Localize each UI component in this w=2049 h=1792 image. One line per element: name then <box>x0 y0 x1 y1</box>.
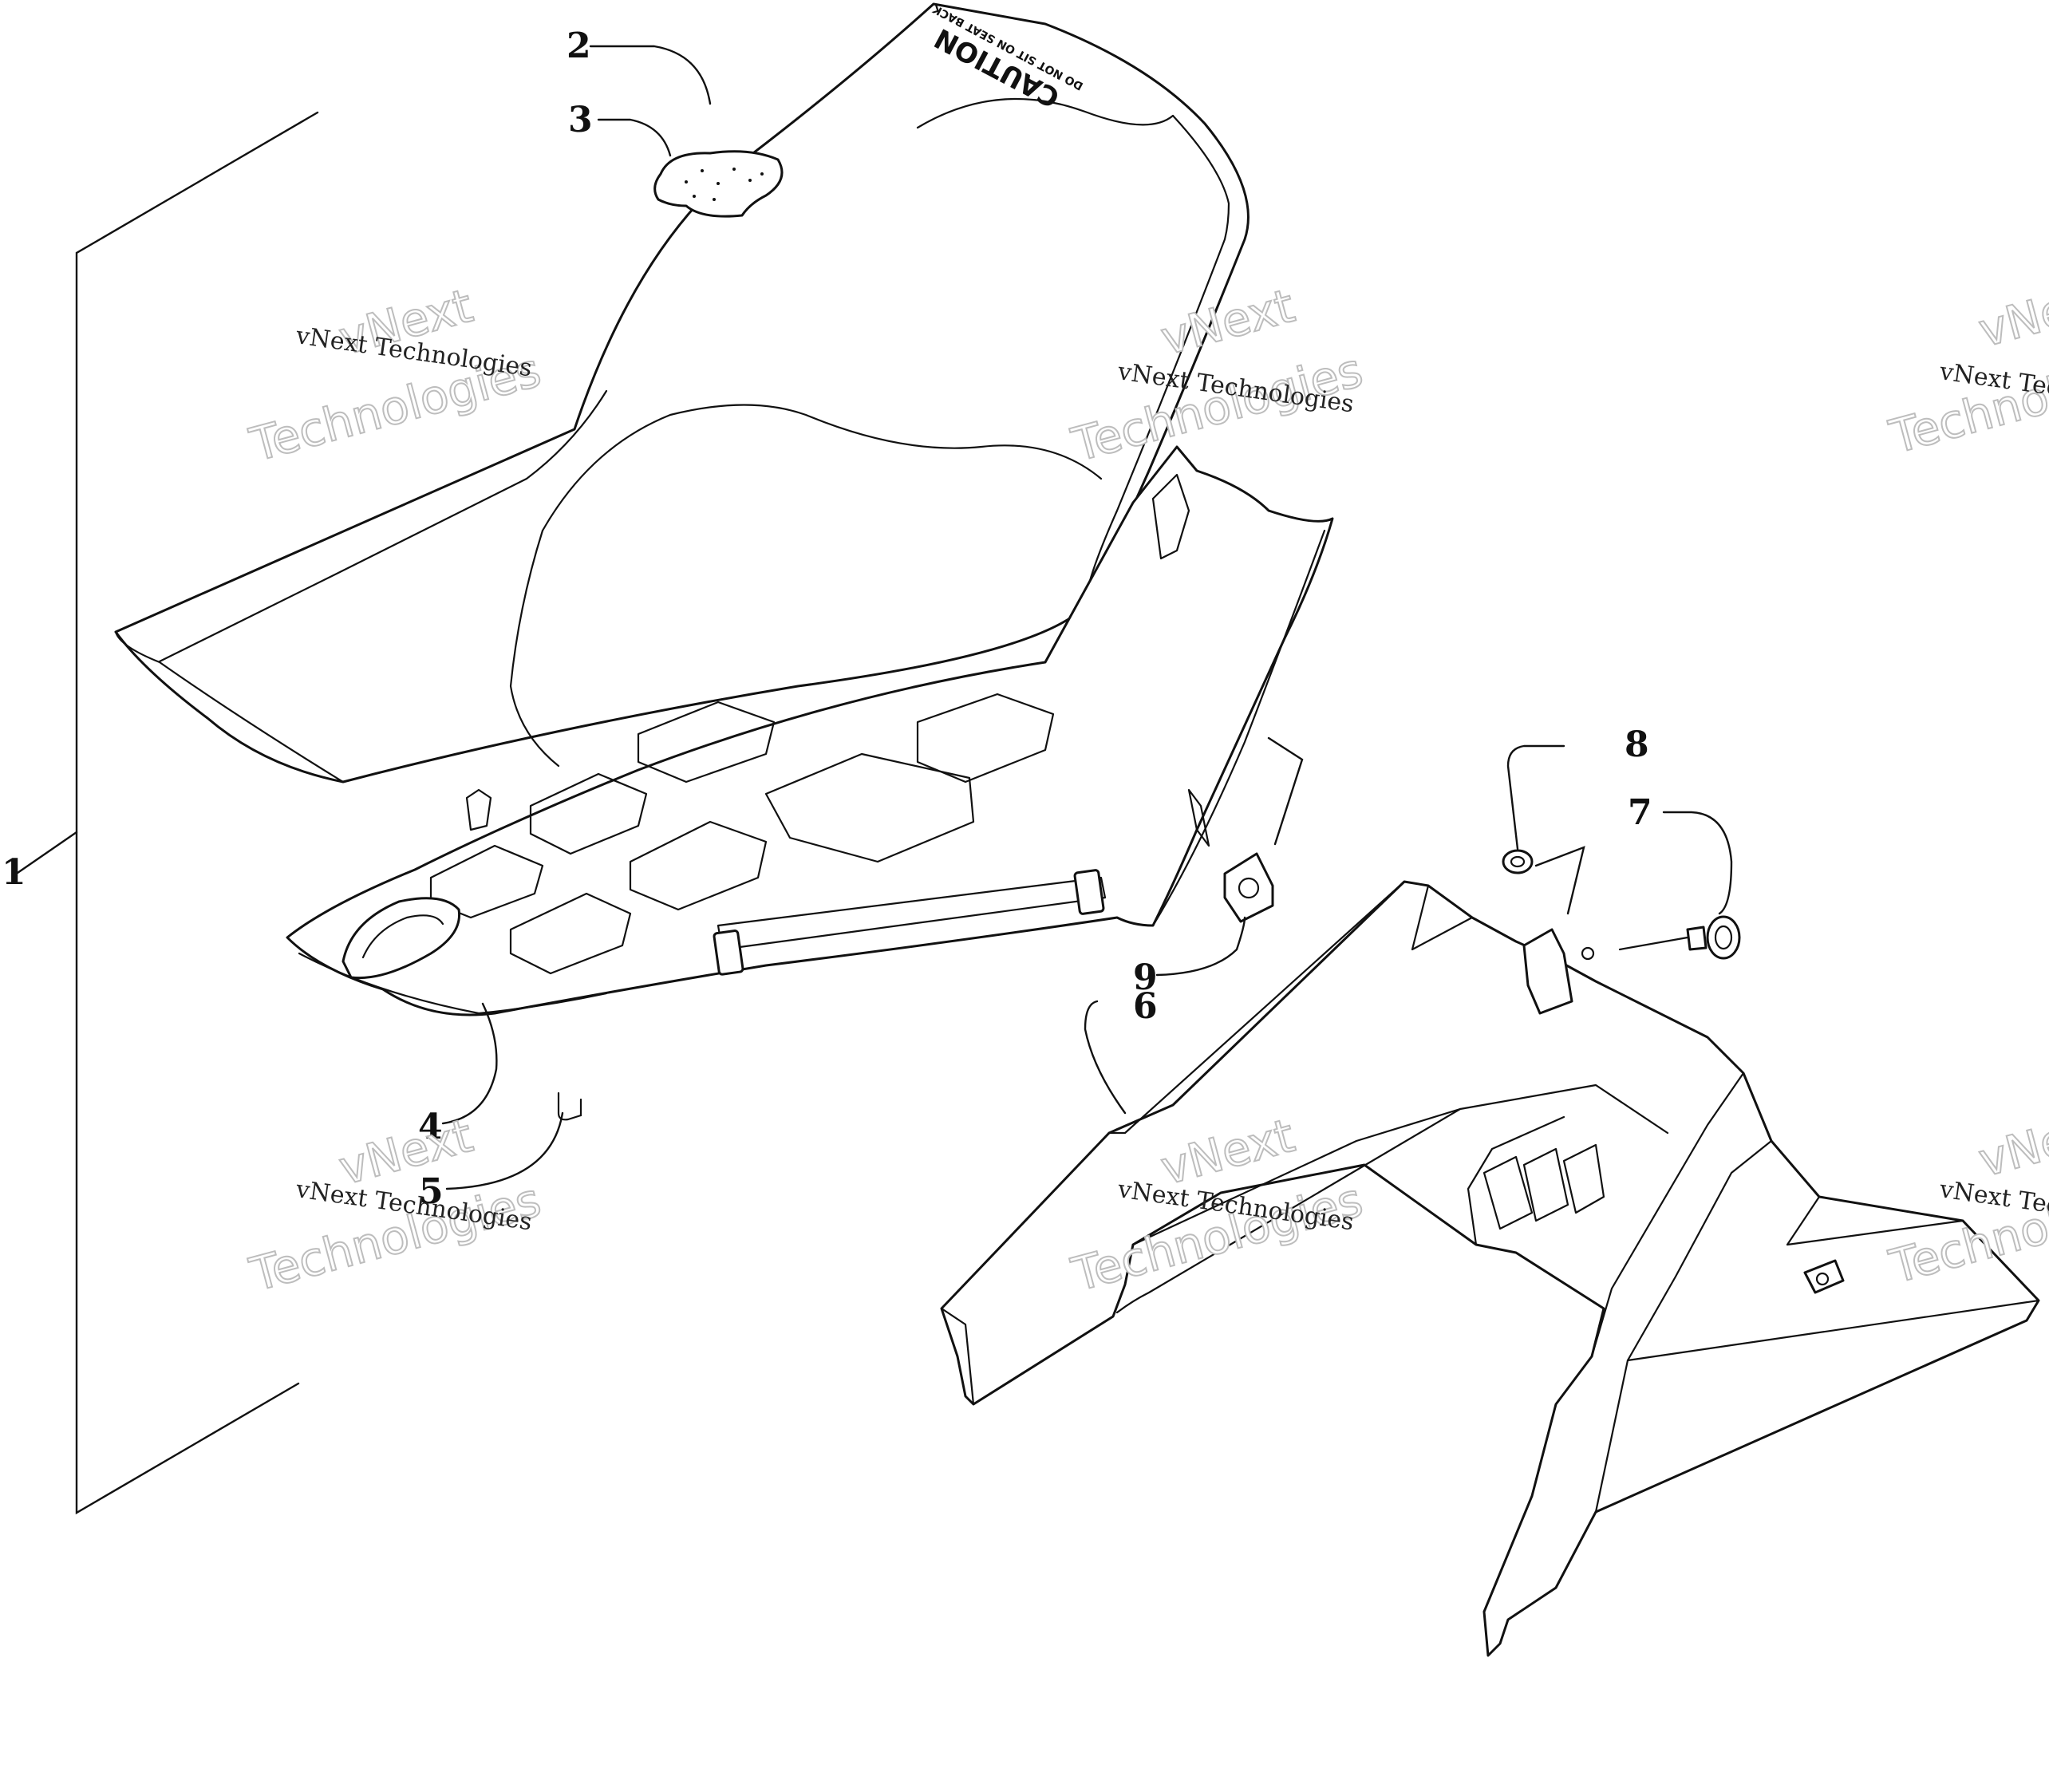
fender-screw <box>1618 915 1741 960</box>
watermark-ghost-top: vNext <box>1973 270 2049 358</box>
callout-1: 1 <box>2 852 26 893</box>
watermark-ghost-bottom: Technologies <box>1884 335 2049 464</box>
rear-fender <box>940 880 2040 1657</box>
seat-cover <box>114 2 1250 784</box>
callout-9: 9 <box>1133 957 1158 998</box>
assembly-bracket <box>16 111 319 1515</box>
callout-4: 4 <box>418 1107 443 1147</box>
callout-3: 3 <box>568 100 593 140</box>
seat-latch <box>1223 852 1274 923</box>
seat-label-patch <box>653 150 784 218</box>
callout-5: 5 <box>419 1171 444 1212</box>
callout-2: 2 <box>567 26 591 66</box>
watermark-ghost-top: vNext <box>334 1108 478 1196</box>
callout-7: 7 <box>1628 792 1652 833</box>
watermark-ghost-top: vNext <box>1973 1100 2049 1188</box>
callout-8: 8 <box>1625 724 1649 765</box>
seat-base <box>286 445 1334 1016</box>
washer <box>1502 849 1534 874</box>
callout-6: 6 <box>1133 986 1158 1027</box>
